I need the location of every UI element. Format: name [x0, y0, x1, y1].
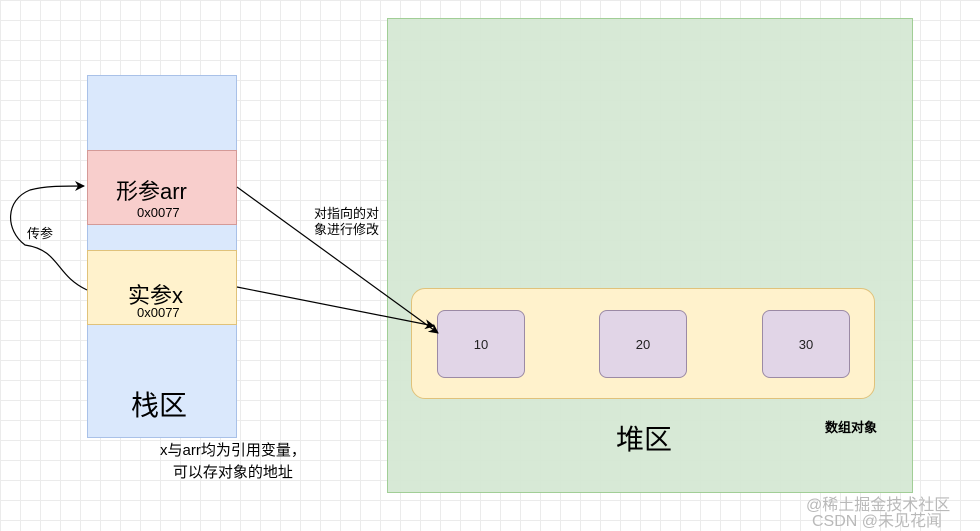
heap-label: 堆区	[616, 424, 673, 455]
arg-box	[87, 250, 237, 325]
reference-note: x与arr均为引用变量， 可以存对象的地址	[160, 440, 306, 484]
array-element-0: 10	[437, 310, 525, 378]
pass-param-arrow	[10, 181, 88, 291]
modify-label-line1: 对指向的对	[314, 206, 380, 221]
modify-label-line2: 象进行修改	[314, 222, 380, 237]
param-to-array-arrow	[236, 186, 439, 334]
arg-address: 0x0077	[137, 305, 180, 320]
stack-label: 栈区	[131, 390, 188, 421]
param-name: 形参arr	[116, 179, 187, 204]
watermark-line1: @稀土掘金技术社区	[806, 497, 951, 514]
arg-to-array-arrow	[236, 286, 435, 330]
reference-note-line2: 可以存对象的地址	[172, 464, 293, 481]
array-object-label: 数组对象	[825, 420, 878, 435]
arg-name: 实参x	[128, 283, 184, 308]
param-address: 0x0077	[137, 205, 180, 220]
param-box	[87, 150, 237, 225]
pass-param-label: 传参	[27, 226, 54, 241]
array-element-1: 20	[599, 310, 687, 378]
array-element-2: 30	[762, 310, 850, 378]
reference-note-line1: x与arr均为引用变量，	[160, 442, 306, 459]
watermark-line2: CSDN @未见花闻	[812, 513, 943, 530]
heap-area	[387, 18, 913, 493]
